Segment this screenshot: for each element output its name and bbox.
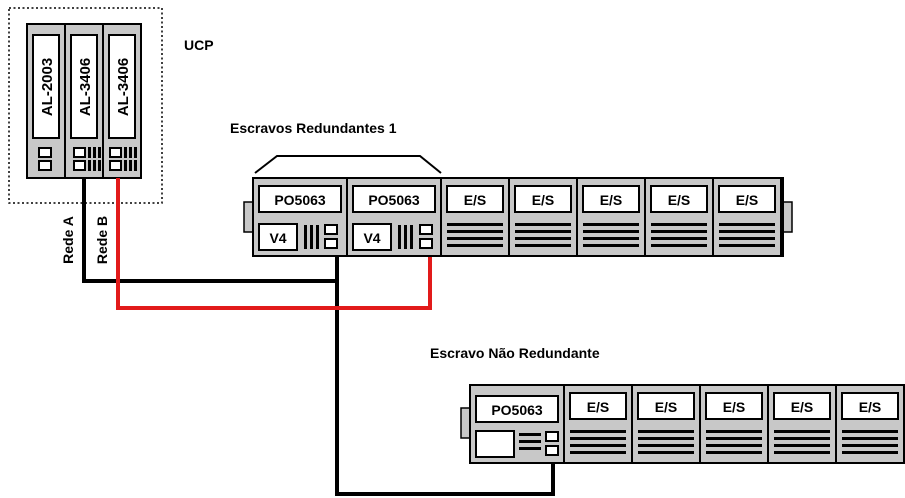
head-label: PO5063	[274, 192, 326, 208]
rede-b-label: Rede B	[94, 216, 110, 264]
io-module[interactable]: E/S	[644, 177, 714, 257]
ucp-module-label: AL-3406	[77, 58, 94, 116]
io-module[interactable]: E/S	[835, 384, 905, 464]
nonredundant-head[interactable]: PO5063	[469, 384, 565, 464]
head-sub-label: V4	[269, 230, 286, 246]
ucp-group: AL-2003 AL-3406 AL-3406 UCP	[8, 7, 214, 204]
nonredundant-title: Escravo Não Redundante	[430, 345, 600, 361]
ucp-module-al3406-a[interactable]: AL-3406	[64, 23, 104, 179]
ucp-module-al2003[interactable]: AL-2003	[26, 23, 66, 179]
redundant-head-1[interactable]: PO5063 V4	[252, 177, 348, 257]
redundant-head-2[interactable]: PO5063 V4	[346, 177, 442, 257]
io-module[interactable]: E/S	[767, 384, 837, 464]
io-label: E/S	[532, 192, 555, 208]
rede-b-line	[116, 178, 432, 310]
io-label: E/S	[668, 192, 691, 208]
io-module[interactable]: E/S	[712, 177, 782, 257]
head-sub-label: V4	[363, 230, 380, 246]
head-label: PO5063	[368, 192, 420, 208]
io-label: E/S	[736, 192, 759, 208]
io-module[interactable]: E/S	[699, 384, 769, 464]
io-label: E/S	[859, 399, 882, 415]
ucp-module-al3406-b[interactable]: AL-3406	[102, 23, 142, 179]
nonredundant-io-modules: E/S E/S E/S E/S E/S	[563, 384, 905, 464]
redundant-bracket	[254, 155, 442, 174]
ucp-module-label: AL-2003	[39, 58, 56, 116]
io-label: E/S	[655, 399, 678, 415]
io-label: E/S	[464, 192, 487, 208]
rede-a-line	[82, 178, 555, 496]
network-lines: Rede A Rede B	[60, 178, 555, 496]
ucp-module-label: AL-3406	[115, 58, 132, 116]
io-module[interactable]: E/S	[508, 177, 578, 257]
redundant-slaves-group: Escravos Redundantes 1 PO5063 V4 PO5063 …	[230, 120, 793, 257]
head-label: PO5063	[491, 402, 543, 418]
io-label: E/S	[791, 399, 814, 415]
redundant-title: Escravos Redundantes 1	[230, 120, 397, 136]
io-label: E/S	[723, 399, 746, 415]
io-label: E/S	[587, 399, 610, 415]
ucp-title: UCP	[184, 37, 214, 53]
io-module[interactable]: E/S	[631, 384, 701, 464]
io-module[interactable]: E/S	[563, 384, 633, 464]
rede-a-label: Rede A	[60, 216, 76, 264]
io-label: E/S	[600, 192, 623, 208]
io-module[interactable]: E/S	[576, 177, 646, 257]
io-module[interactable]: E/S	[440, 177, 510, 257]
redundant-io-modules: E/S E/S E/S E/S E/S	[440, 177, 782, 257]
